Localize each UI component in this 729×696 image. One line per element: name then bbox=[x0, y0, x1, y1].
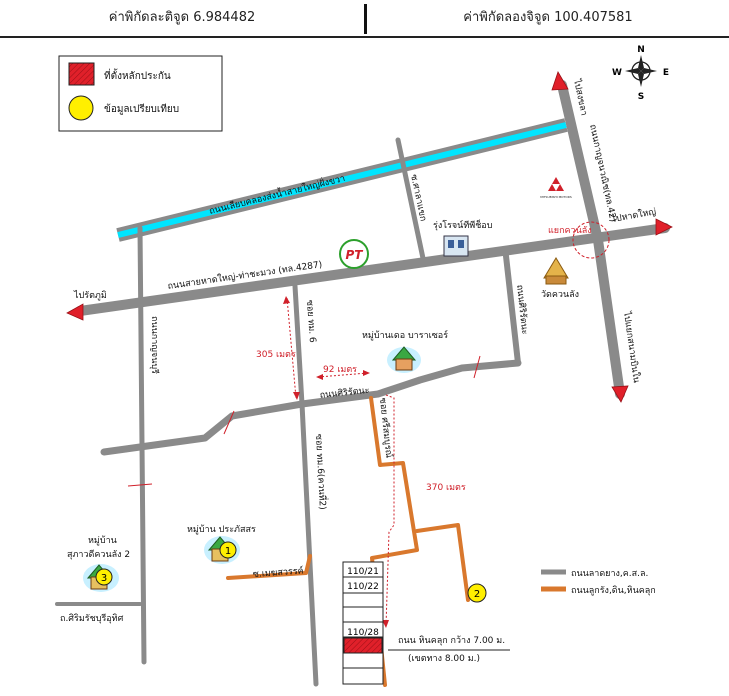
soi-6-kuanthi2-label: ซอย ทม.6(ควนที่2) bbox=[313, 433, 330, 510]
gravel-legend-label: ถนนลูกรัง,ดิน,หินคลุก bbox=[571, 585, 656, 596]
village-supa-label-1: หมู่บ้าน bbox=[88, 535, 117, 546]
sirirat-vertical-label: ถนนศิริรัตนะ bbox=[514, 284, 530, 335]
compass-rose-icon: N S W E bbox=[612, 45, 669, 102]
rung-shop-label: รุ่งโรจน์ทีพีช็อบ bbox=[433, 218, 493, 231]
distance-92: 92 เมตร bbox=[323, 365, 357, 375]
right-of-way-note: (เขตทาง 8.00 ม.) bbox=[408, 654, 480, 664]
svg-text:2: 2 bbox=[474, 589, 480, 600]
plot-stack: 110/21 110/22 110/28 bbox=[342, 561, 384, 685]
comparable-marker-2: 2 bbox=[467, 583, 487, 603]
distance-370: 370 เมตร bbox=[426, 483, 466, 493]
compass-n: N bbox=[637, 45, 645, 55]
temple-icon bbox=[543, 257, 569, 285]
soi-6-kuanthi2-road bbox=[299, 401, 319, 687]
crossing-ticks bbox=[127, 355, 481, 487]
to-songkhla-label: ไปสงขลา bbox=[571, 77, 590, 116]
asphalt-roads bbox=[55, 80, 670, 687]
arrow-airport-icon bbox=[611, 385, 629, 403]
canal-road-label: ถนนเลียบคลองส่งน้ำสายใหญ่ฝั่งขวา bbox=[208, 171, 347, 217]
plot-110-28: 110/28 bbox=[347, 628, 379, 638]
compass-s: S bbox=[638, 92, 644, 102]
village-prakatsorn-label: หมู่บ้าน ประภัสสร bbox=[187, 524, 256, 535]
sirirat-label: ถนนศิริรัตนะ bbox=[319, 385, 370, 401]
latitude-label: ค่าพิกัดละติจูด 6.984482 bbox=[108, 10, 256, 25]
svg-text:1: 1 bbox=[225, 546, 231, 557]
plot-110-21: 110/21 bbox=[347, 567, 379, 577]
shop-icon bbox=[443, 235, 469, 257]
to-airport-label: ไปแยกสนามบินใน bbox=[621, 310, 642, 384]
sala-khaeng-road bbox=[395, 137, 427, 266]
svg-text:3: 3 bbox=[101, 573, 107, 584]
distance-arrowheads bbox=[283, 296, 389, 628]
wat-khuan-lang-label: วัดควนลัง bbox=[541, 290, 579, 300]
main-road bbox=[75, 223, 670, 316]
sirimratburi-label: ถ.ศิริมรัชบุรีอุทิศ bbox=[60, 613, 124, 624]
distance-305: 305 เมตร bbox=[256, 350, 296, 360]
coordinates-header: ค่าพิกัดละติจูด 6.984482 ค่าพิกัดลองจิจู… bbox=[0, 0, 729, 38]
asphalt-legend-label: ถนนลาดยาง,ค.ส.ล. bbox=[571, 569, 648, 579]
compass-w: W bbox=[612, 68, 622, 78]
legend-comparable-label: ข้อมูลเปรียบเทียบ bbox=[104, 103, 179, 115]
arrow-hat-yai-icon bbox=[655, 218, 673, 236]
direction-arrows bbox=[66, 71, 673, 403]
village-baracer-label: หมู่บ้านเดอ บาราเซอร์ bbox=[362, 329, 448, 341]
road-type-legend: ถนนลาดยาง,ค.ส.ล. ถนนลูกรัง,ดิน,หินคลุก bbox=[541, 569, 656, 596]
legend-comparable-swatch bbox=[68, 95, 94, 121]
metsawan-road bbox=[226, 554, 312, 580]
gravel-spur-road bbox=[415, 523, 470, 602]
arrow-ratthaphum-icon bbox=[66, 303, 84, 321]
soi-6-road bbox=[292, 283, 305, 407]
to-ratthaphum-label: ไปรัตภูมิ bbox=[73, 290, 107, 301]
plot-110-22: 110/22 bbox=[347, 582, 379, 592]
pt-logo-icon: PT bbox=[339, 239, 369, 269]
arrow-songkhla-icon bbox=[551, 71, 569, 91]
metsawan-label: ซ.เมฆสวรรค์ bbox=[252, 564, 304, 580]
kanchanaburi-label: ถนนกาญจนบุรี bbox=[149, 316, 160, 374]
mitsubishi-logo-icon: MITSUBISHI MOTORS bbox=[540, 177, 572, 199]
distance-lines bbox=[286, 297, 395, 627]
legend-box: ที่ตั้งหลักประกัน ข้อมูลเปรียบเทียบ bbox=[58, 55, 223, 132]
village-supa-label-2: สุภาวดีควนลัง 2 bbox=[67, 549, 130, 560]
legend-marker-label: ที่ตั้งหลักประกัน bbox=[104, 68, 171, 82]
soi-6-label: ซอย ทม. 6 bbox=[304, 300, 317, 344]
svg-text:PT: PT bbox=[346, 248, 364, 262]
canal bbox=[116, 118, 568, 242]
distance-labels: 305 เมตร 92 เมตร 370 เมตร bbox=[256, 350, 466, 493]
comparable-marker-1: 1 bbox=[219, 541, 237, 559]
legend-marker-swatch bbox=[68, 62, 95, 86]
sirirat-road bbox=[100, 359, 522, 456]
khuan-lang-junction-circle bbox=[572, 221, 610, 259]
compass-e: E bbox=[663, 68, 669, 78]
village-baracer-icon bbox=[387, 346, 421, 373]
svg-text:MITSUBISHI MOTORS: MITSUBISHI MOTORS bbox=[540, 195, 572, 199]
comparable-marker-3: 3 bbox=[95, 568, 113, 586]
kanchanavanich-road bbox=[557, 80, 625, 399]
paved-road-note: ถนน หินคลุก กว้าง 7.00 ม. bbox=[398, 635, 505, 646]
sirirat-vertical-road bbox=[503, 253, 521, 366]
place-labels: รุ่งโรจน์ทีพีช็อบ วัดควนลัง หมู่บ้านเดอ … bbox=[67, 218, 579, 560]
longitude-label: ค่าพิกัดลองจิจูด 100.407581 bbox=[463, 10, 633, 25]
subject-property-marker bbox=[343, 637, 383, 654]
header-divider bbox=[364, 4, 367, 34]
khuan-lang-junction-label: แยกควนลัง bbox=[548, 226, 592, 236]
